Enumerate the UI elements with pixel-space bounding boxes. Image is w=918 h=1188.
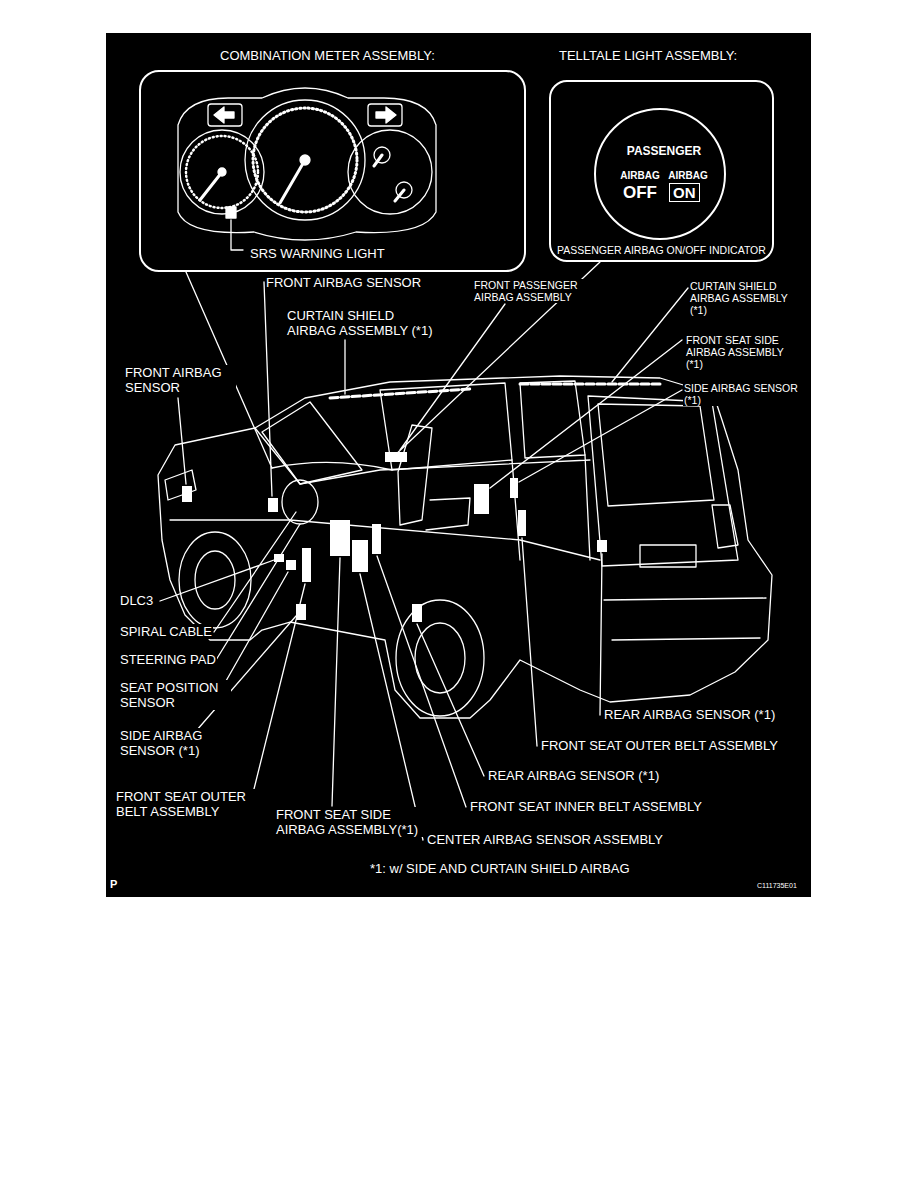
footnote: *1: w/ SIDE AND CURTAIN SHIELD AIRBAG xyxy=(369,861,631,876)
tachometer-scale xyxy=(186,136,258,208)
part-label: REAR AIRBAG SENSOR (*1) xyxy=(603,707,776,722)
indicator-state: ON xyxy=(669,183,700,202)
side-airbag-sensor xyxy=(510,478,518,498)
part-label: FRONT SEAT OUTER BELT ASSEMBLY xyxy=(540,738,779,753)
part-label: SIDE AIRBAG SENSOR (*1) xyxy=(683,382,803,406)
part-label: FRONT SEAT OUTER BELT ASSEMBLY xyxy=(115,789,257,819)
part-label: CURTAIN SHIELD AIRBAG ASSEMBLY (*1) xyxy=(689,280,803,316)
leader-line xyxy=(231,220,243,250)
meter-housing xyxy=(178,88,436,240)
part-label: FRONT AIRBAG SENSOR xyxy=(124,365,236,395)
front-airbag-sensor xyxy=(182,486,192,502)
tail-light xyxy=(712,505,738,548)
front-seat-outer-belt xyxy=(518,510,526,536)
indicator-text: AIRBAG xyxy=(614,170,666,182)
leader-lines xyxy=(160,262,688,840)
indicator-circle: PASSENGERAIRBAGOFFAIRBAGON xyxy=(594,108,726,240)
speedometer xyxy=(245,100,365,220)
airbag-components xyxy=(182,452,607,622)
rear-airbag-sensor xyxy=(412,604,422,622)
part-label: STEERING PAD xyxy=(119,652,217,667)
part-label: CENTER AIRBAG SENSOR ASSEMBLY xyxy=(426,832,664,847)
windshield xyxy=(262,402,362,484)
turn-arrow xyxy=(214,107,396,123)
tachometer xyxy=(180,130,264,214)
seat-position-sensor xyxy=(286,560,296,570)
front-wheel xyxy=(195,551,235,609)
body-lines xyxy=(170,428,600,560)
part-label: REAR AIRBAG SENSOR (*1) xyxy=(487,768,660,783)
front-tire xyxy=(179,532,251,628)
side-windows xyxy=(380,381,585,470)
figure-code: C111735E01 xyxy=(756,882,798,890)
rear-hatch xyxy=(588,396,738,566)
needle-hub xyxy=(218,168,226,176)
rear-tire xyxy=(396,600,484,716)
center-airbag-sensor xyxy=(352,540,368,572)
steering-wheel xyxy=(282,480,318,524)
srs-warning-icon xyxy=(226,207,236,218)
vehicle-body xyxy=(158,376,772,718)
part-label: FRONT SEAT SIDE AIRBAG ASSEMBLY(*1) xyxy=(275,807,427,837)
part-label: DLC3 xyxy=(119,593,154,608)
fuel-temp-gauge xyxy=(348,130,432,214)
part-label: FRONT AIRBAG SENSOR xyxy=(265,275,422,290)
front-seat-inner-belt xyxy=(372,524,381,554)
part-label: SPIRAL CABLE xyxy=(119,624,213,639)
indicator-text: PASSENGER xyxy=(596,144,732,158)
part-label: SRS WARNING LIGHT xyxy=(248,246,387,261)
front-airbag-sensor xyxy=(268,498,278,512)
rear-bumper xyxy=(604,545,766,640)
front-seat-side-airbag xyxy=(474,484,489,514)
gauge-needles xyxy=(200,155,404,203)
rear-airbag-sensor xyxy=(597,540,607,552)
figure-panel xyxy=(105,32,812,898)
telltale-assembly-box: TELLTALE LIGHT ASSEMBLY:PASSENGER AIRBAG… xyxy=(549,80,774,262)
indicator-state: OFF xyxy=(614,183,666,203)
part-label: SIDE AIRBAG SENSOR (*1) xyxy=(119,728,221,758)
speedometer-scale xyxy=(253,108,357,212)
panel-title: TELLTALE LIGHT ASSEMBLY: xyxy=(557,48,739,63)
part-label: FRONT PASSENGER AIRBAG ASSEMBLY xyxy=(473,279,587,303)
panel-title: COMBINATION METER ASSEMBLY: xyxy=(218,48,437,63)
front-seat-outer-belt xyxy=(302,548,311,582)
indicator-text: AIRBAG xyxy=(662,170,714,182)
page-mark: P xyxy=(109,878,118,891)
part-label: FRONT SEAT INNER BELT ASSEMBLY xyxy=(469,799,703,814)
dashboard xyxy=(272,462,392,470)
needle-hub xyxy=(300,155,310,165)
part-label: CURTAIN SHIELD AIRBAG ASSEMBLY (*1) xyxy=(286,308,443,338)
part-label: PASSENGER AIRBAG ON/OFF INDICATOR xyxy=(555,244,768,256)
meter-assembly-box: COMBINATION METER ASSEMBLY:SRS WARNING L… xyxy=(139,70,526,272)
front-seat-side-airbag xyxy=(330,520,350,556)
part-label: SEAT POSITION SENSOR xyxy=(119,680,231,710)
part-label: FRONT SEAT SIDE AIRBAG ASSEMBLY (*1) xyxy=(685,334,799,370)
front-seat xyxy=(398,425,470,530)
